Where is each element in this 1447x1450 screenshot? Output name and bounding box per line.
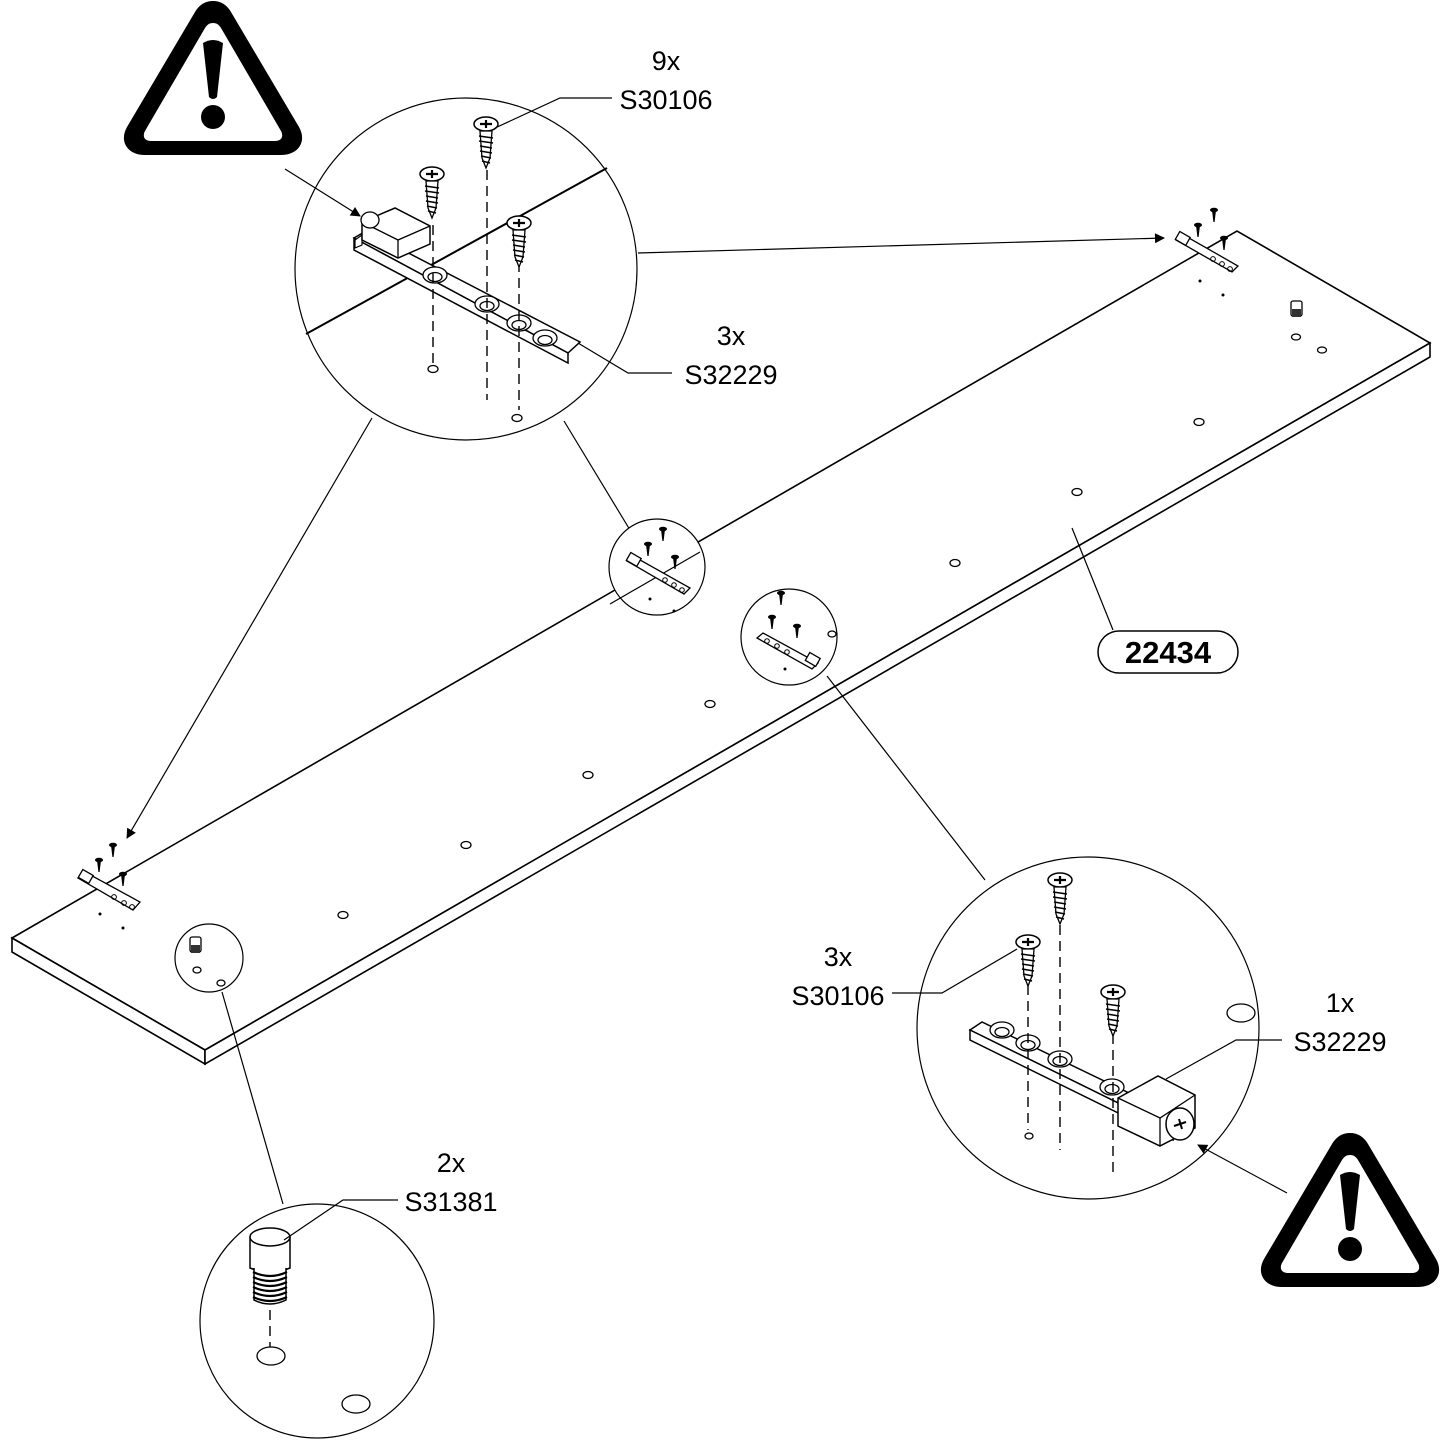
callout-code-screws-right: S30106 — [791, 981, 884, 1011]
hinge-plate-left-end — [76, 842, 142, 911]
part-number-text: 22434 — [1125, 635, 1212, 670]
panel-22434 — [10, 230, 1432, 1066]
callout-leaders-bottom-right — [284, 168, 1288, 1194]
panel-holes — [98, 279, 1328, 930]
part-number-label: 22434 — [1097, 630, 1239, 674]
detail-circle-small-center — [608, 518, 706, 616]
leader-lines — [126, 233, 1165, 1205]
detail-circle-top — [294, 97, 638, 441]
callout-qty-screws-total: 9x — [652, 46, 681, 76]
detail-circle-small-left — [174, 923, 244, 993]
callout-code-screws-total: S30106 — [619, 85, 712, 115]
callout-qty-screws-right: 3x — [824, 942, 853, 972]
callout-leaders-top — [494, 97, 672, 374]
detail-circle-bottom-right — [916, 856, 1260, 1200]
detail-circle-small-right — [740, 588, 838, 686]
hinge-plate-right-end — [1174, 207, 1240, 273]
callout-qty-hinge-plates-left: 3x — [717, 321, 746, 351]
callout-code-hinge-plates-left: S32229 — [684, 360, 777, 390]
warning-triangle-icon — [123, 1, 303, 155]
detail-circle-bottom-dowel — [199, 1199, 435, 1439]
dowel-small-right — [1290, 300, 1303, 317]
warning-triangle-icon — [1260, 1133, 1440, 1287]
callout-qty-dowel-pins: 2x — [437, 1148, 466, 1178]
callout-code-hinge-plate-right: S32229 — [1293, 1027, 1386, 1057]
callout-qty-hinge-plate-right: 1x — [1326, 988, 1355, 1018]
callout-code-dowel-pins: S31381 — [404, 1187, 497, 1217]
